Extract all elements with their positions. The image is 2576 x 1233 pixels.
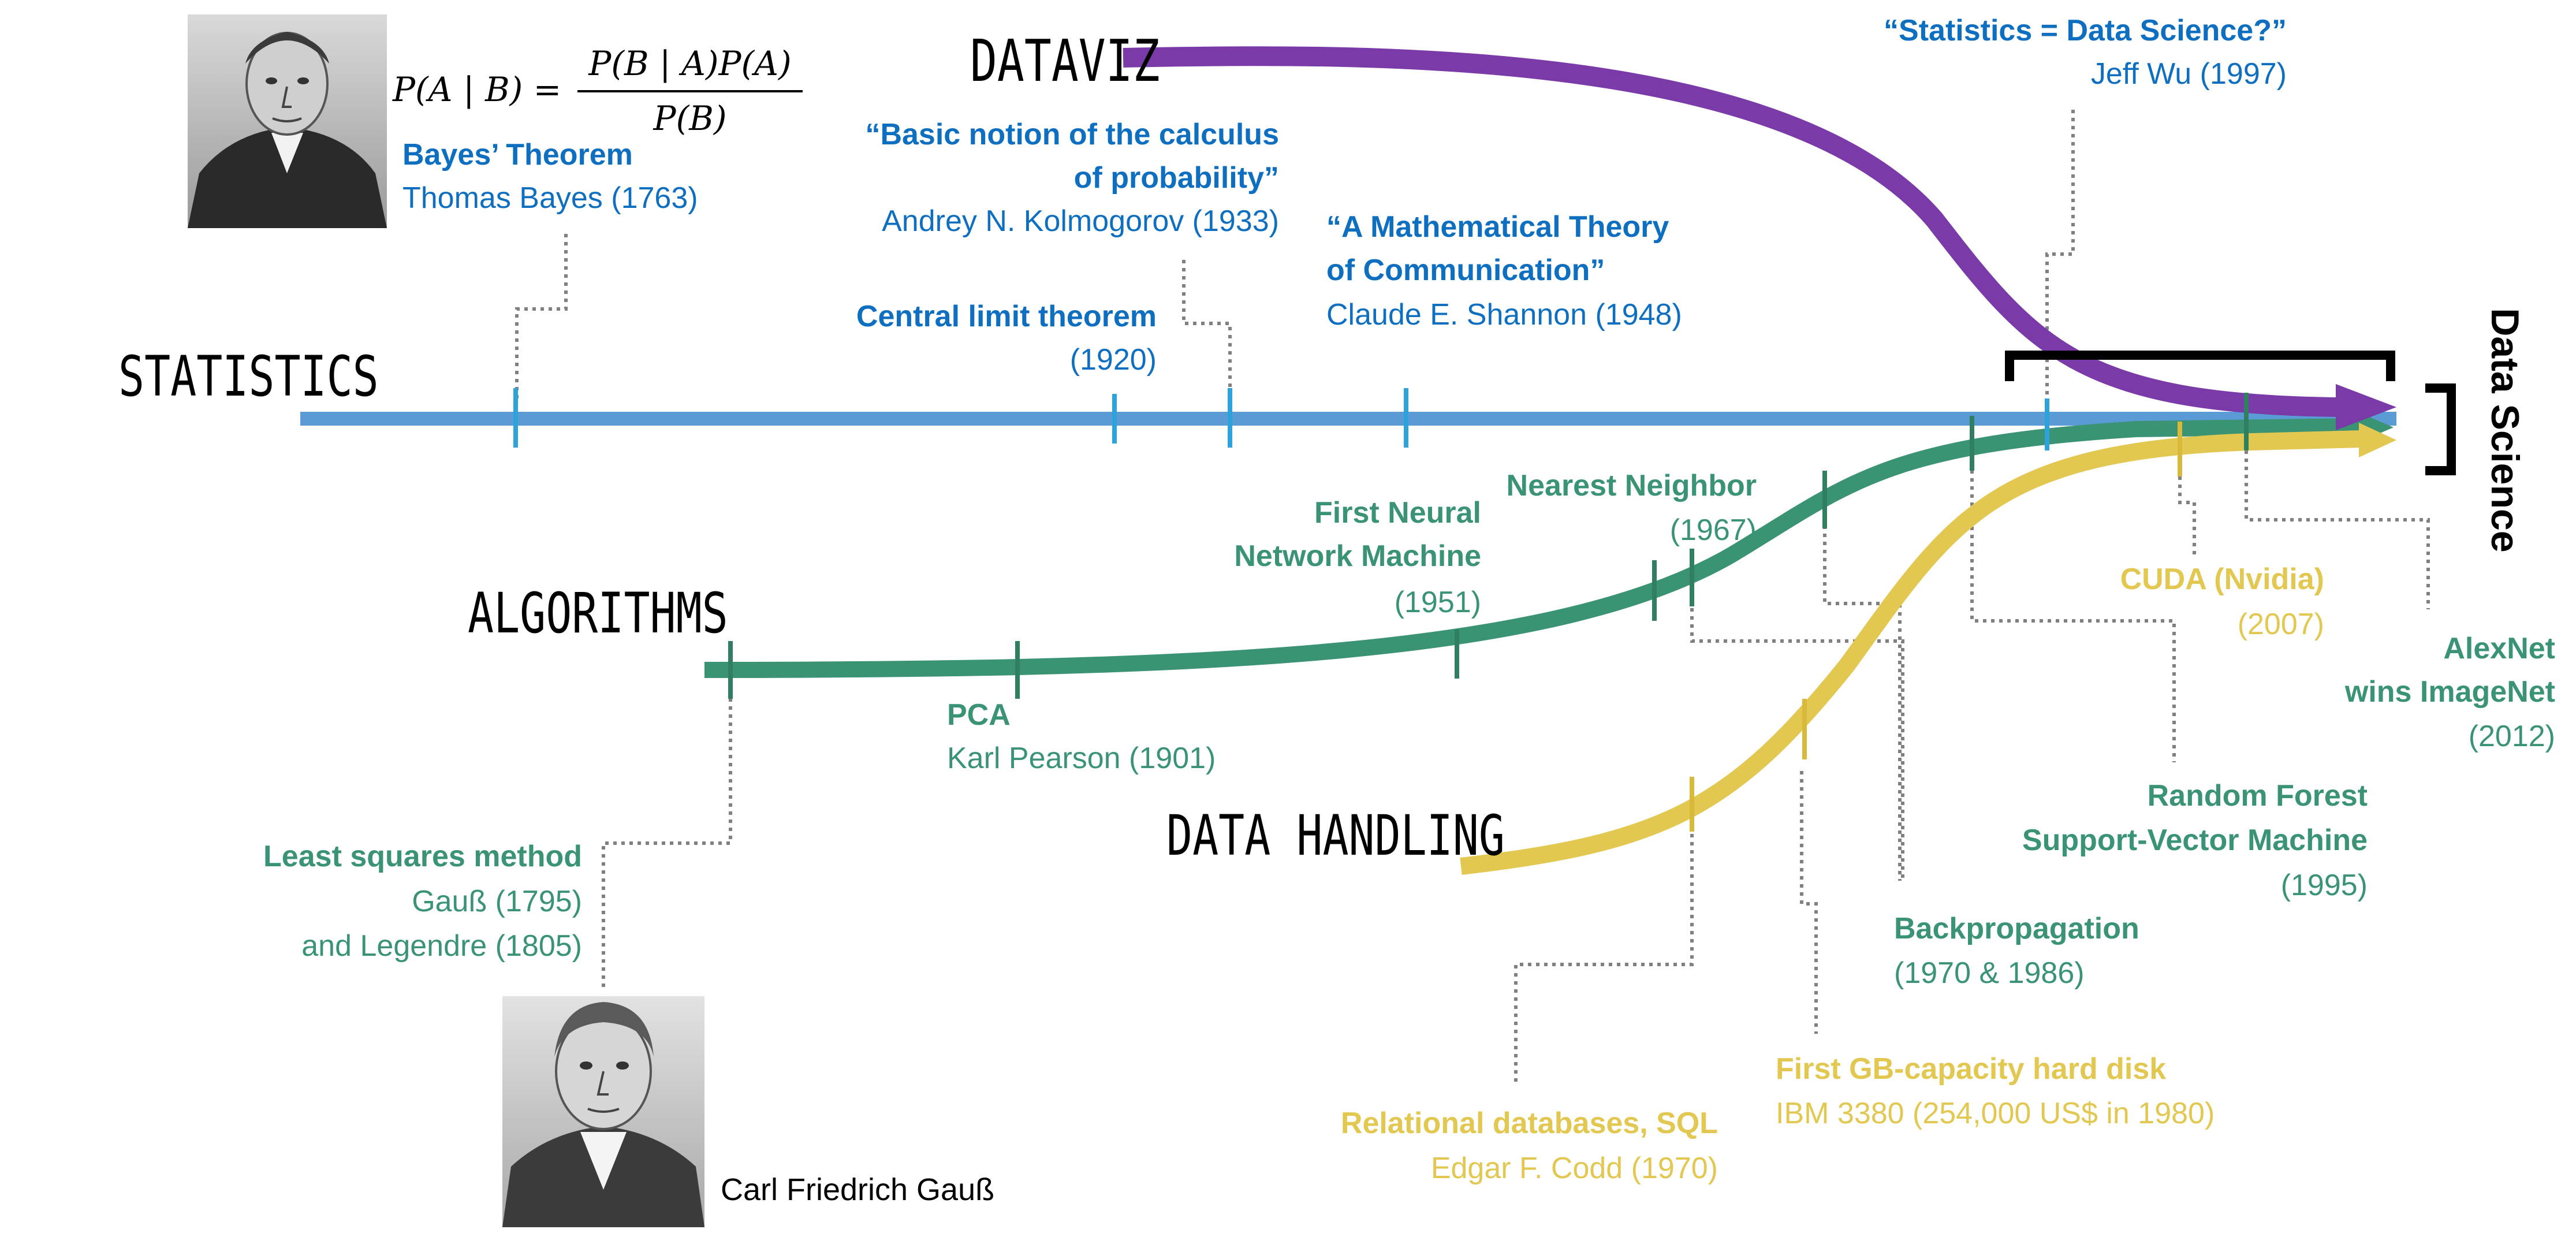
event-detail: Jeff Wu (1997): [2091, 57, 2287, 91]
stream-label-data-handling: DATA HANDLING: [1166, 804, 1505, 869]
event-title: Bayes’ Theorem: [402, 138, 633, 172]
event-kolmogorov: “Basic notion of the calculus of probabi…: [865, 118, 1279, 238]
leader-backprop: [1823, 526, 1902, 881]
event-detail: (1995): [2281, 869, 2368, 902]
leader-cuda: [2178, 476, 2196, 554]
event-title-line-2: of Communication”: [1326, 254, 1605, 287]
event-title-line-2: wins ImageNet: [2344, 675, 2555, 709]
event-title-line-1: AlexNet: [2443, 632, 2555, 665]
leader-alexnet: [2245, 450, 2430, 609]
event-neural: First Neural Network Machine (1951): [1234, 496, 1481, 619]
event-alexnet: AlexNet wins ImageNet (2012): [2344, 632, 2555, 753]
data-handling-stream: [1460, 430, 2362, 875]
event-gb: First GB-capacity hard disk IBM 3380 (25…: [1776, 1052, 2215, 1130]
stream-label-algorithms: ALGORITHMS: [468, 582, 728, 646]
event-detail: (1920): [1070, 343, 1157, 377]
event-title-line-1: Random Forest: [2148, 779, 2368, 813]
event-detail: Edgar F. Codd (1970): [1431, 1152, 1718, 1185]
event-lsq: Least squares method Gauß (1795) and Leg…: [263, 840, 582, 963]
leader-gb: [1800, 771, 1818, 1034]
event-title: “Statistics = Data Science?”: [1884, 14, 2287, 47]
event-title: CUDA (Nvidia): [2120, 563, 2324, 596]
event-shannon: “A Mathematical Theory of Communication”…: [1326, 210, 1682, 331]
event-title: Least squares method: [263, 840, 582, 873]
event-detail: Claude E. Shannon (1948): [1326, 298, 1682, 331]
event-title: Nearest Neighbor: [1507, 469, 1757, 502]
event-detail: IBM 3380 (254,000 US$ in 1980): [1776, 1097, 2215, 1130]
leader-bayes: [515, 234, 568, 398]
event-bayes: Bayes’ Theorem Thomas Bayes (1763): [402, 138, 698, 215]
event-title-line-2: of probability”: [1074, 161, 1279, 195]
event-clt: Central limit theorem (1920): [856, 300, 1157, 377]
event-title: Central limit theorem: [856, 300, 1157, 333]
event-detail: Thomas Bayes (1763): [402, 181, 698, 215]
formula-numerator: P(B | A)P(A): [588, 44, 791, 83]
event-detail-line-2: and Legendre (1805): [301, 929, 582, 963]
event-title: First GB-capacity hard disk: [1776, 1052, 2166, 1086]
algorithms-ticks: [728, 393, 2249, 699]
leader-sql: [1514, 826, 1694, 1086]
convergence-bracket: [2005, 351, 2395, 381]
event-title: Relational databases, SQL: [1341, 1107, 1718, 1140]
event-detail: (1967): [1670, 513, 1757, 547]
dataviz-arrowhead: [2336, 384, 2396, 430]
leader-wu: [2045, 110, 2075, 404]
event-detail: Andrey N. Kolmogorov (1933): [882, 204, 1279, 238]
event-title-line-1: “A Mathematical Theory: [1326, 210, 1669, 244]
event-title: Backpropagation: [1894, 912, 2139, 945]
formula-denominator: P(B): [653, 99, 727, 138]
event-detail: Karl Pearson (1901): [947, 742, 1216, 775]
event-title: PCA: [947, 698, 1011, 732]
stream-label-dataviz: DATAVIZ: [970, 28, 1160, 95]
event-pca: PCA Karl Pearson (1901): [947, 698, 1216, 775]
bayes-formula: P(A | B) = P(B | A)P(A) P(B): [392, 44, 803, 138]
event-rf: Random Forest Support-Vector Machine (19…: [2022, 779, 2368, 902]
event-title-line-1: First Neural: [1314, 496, 1481, 530]
statistics-ticks: [513, 388, 2049, 450]
data-handling-arrowhead: [2359, 423, 2396, 457]
algorithms-stream: [704, 418, 2357, 678]
event-detail: (1970 & 1986): [1894, 956, 2085, 990]
event-detail: (2012): [2469, 720, 2555, 753]
event-nn: Nearest Neighbor (1967): [1507, 469, 1757, 547]
bayes-portrait: [188, 14, 387, 228]
formula-lhs: P(A | B) =: [392, 70, 561, 109]
dataviz-stream: [1123, 46, 2339, 417]
event-title-line-2: Support-Vector Machine: [2022, 824, 2368, 857]
leader-kolmogorov: [1182, 260, 1232, 398]
event-wu: “Statistics = Data Science?” Jeff Wu (19…: [1884, 14, 2287, 91]
leader-nn: [1690, 592, 1904, 878]
leader-rf: [1970, 462, 2176, 762]
data-science-bracket: [2425, 383, 2456, 475]
event-title-line-1: “Basic notion of the calculus: [865, 118, 1279, 151]
data-science-label: Data Science: [2483, 308, 2527, 552]
event-sql: Relational databases, SQL Edgar F. Codd …: [1341, 1107, 1718, 1185]
stream-label-statistics: STATISTICS: [118, 345, 379, 409]
data-handling-ticks: [1690, 422, 2182, 832]
event-detail: (2007): [2238, 608, 2324, 641]
leader-lines: [515, 110, 2430, 1086]
event-detail-line-1: Gauß (1795): [412, 885, 582, 918]
event-backprop: Backpropagation (1970 & 1986): [1894, 912, 2139, 990]
gauss-caption: Carl Friedrich Gauß: [721, 1172, 994, 1207]
event-detail: (1951): [1395, 586, 1481, 619]
gauss-portrait: [502, 996, 704, 1227]
event-title-line-2: Network Machine: [1234, 539, 1481, 573]
event-cuda: CUDA (Nvidia) (2007): [2120, 563, 2324, 641]
leader-lsq: [602, 690, 732, 988]
